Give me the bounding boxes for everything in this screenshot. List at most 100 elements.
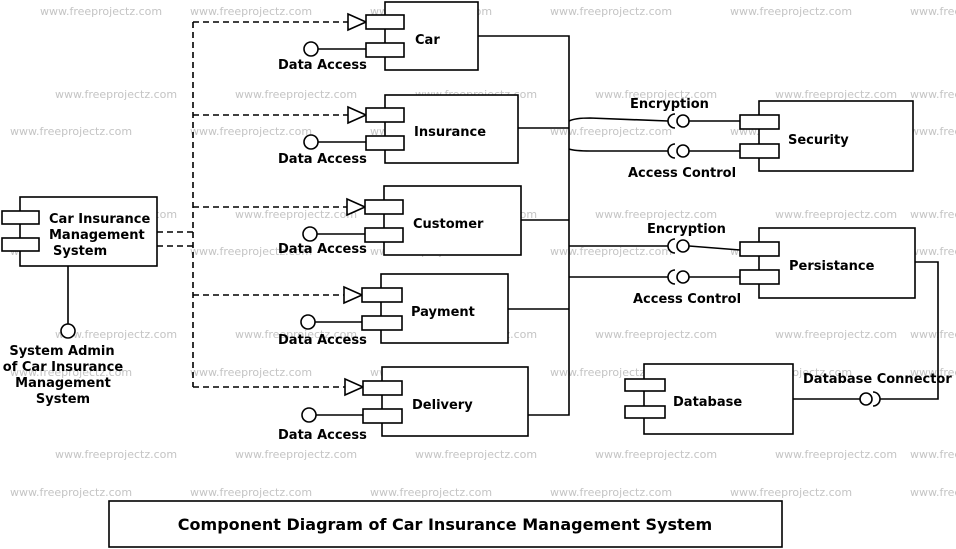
system-admin-line-2: of Car Insurance	[3, 360, 124, 375]
persistance-encryption-label: Encryption	[647, 222, 726, 237]
security-access-control-label: Access Control	[628, 166, 736, 181]
diagram-title: Component Diagram of Car Insurance Manag…	[178, 515, 712, 534]
watermark-text: www.freeprojectz.com	[55, 88, 177, 101]
watermark-text: www.freeprojectz.com	[10, 486, 132, 499]
data-access-interface-icon	[302, 226, 318, 242]
encryption-interface-icon	[676, 114, 690, 128]
watermark-text: www.freeprojectz.com	[235, 88, 357, 101]
persistance-label: Persistance	[789, 259, 875, 274]
watermark-text: www.freeprojectz.com	[235, 328, 357, 341]
socket-icon	[667, 113, 676, 129]
watermark-text: www.freeprojectz.com	[190, 125, 312, 138]
persistance-access-control-label: Access Control	[633, 292, 741, 307]
watermark-text: www.freeprojectz.com	[910, 366, 956, 379]
system-admin-line-3: Management	[15, 376, 111, 391]
component-customer: Customer	[364, 185, 522, 256]
socket-icon	[667, 269, 676, 285]
payment-data-access-label: Data Access	[278, 333, 367, 348]
delivery-data-access-label: Data Access	[278, 428, 367, 443]
data-access-interface-icon	[303, 41, 319, 57]
system-name-line-2: Management	[49, 228, 145, 243]
component-persistance: Persistance	[739, 227, 916, 299]
watermark-text: www.freeprojectz.com	[595, 208, 717, 221]
watermark-text: www.freeprojectz.com	[55, 328, 177, 341]
database-connector-interface-icon	[859, 392, 873, 406]
watermark-text: www.freeprojectz.com	[730, 486, 852, 499]
watermark-text: www.freeprojectz.com	[730, 5, 852, 18]
system-name-line-1: Car Insurance	[49, 212, 150, 227]
payment-label: Payment	[411, 305, 475, 320]
car-label: Car	[415, 33, 440, 48]
connector-lines	[478, 35, 669, 416]
delivery-label: Delivery	[412, 398, 473, 413]
security-encryption-label: Encryption	[630, 97, 709, 112]
watermark-text: www.freeprojectz.com	[595, 448, 717, 461]
component-payment: Payment	[361, 273, 509, 344]
system-admin-line-4: System	[36, 392, 90, 407]
watermark-text: www.freeprojectz.com	[910, 5, 956, 18]
watermark-text: www.freeprojectz.com	[415, 448, 537, 461]
watermark-text: www.freeprojectz.com	[775, 88, 897, 101]
arrowhead-icon	[344, 377, 365, 397]
watermark-text: www.freeprojectz.com	[190, 366, 312, 379]
socket-icon	[872, 391, 881, 407]
watermark-text: www.freeprojectz.com	[775, 448, 897, 461]
watermark-text: www.freeprojectz.com	[775, 208, 897, 221]
insurance-data-access-label: Data Access	[278, 152, 367, 167]
watermark-text: www.freeprojectz.com	[595, 88, 717, 101]
insurance-label: Insurance	[414, 125, 486, 140]
arrowhead-icon	[346, 197, 367, 217]
security-label: Security	[788, 133, 849, 148]
watermark-text: www.freeprojectz.com	[910, 448, 956, 461]
socket-icon	[667, 143, 676, 159]
data-access-interface-icon	[303, 134, 319, 150]
component-security: Security	[739, 100, 914, 172]
watermark-text: www.freeprojectz.com	[550, 486, 672, 499]
dependency-arrows	[157, 12, 368, 397]
data-access-interface-icon	[300, 314, 316, 330]
watermark-text: www.freeprojectz.com	[190, 5, 312, 18]
customer-data-access-label: Data Access	[278, 242, 367, 257]
watermark-text: www.freeprojectz.com	[550, 125, 672, 138]
database-label: Database	[673, 395, 742, 410]
diagram-title-box: Component Diagram of Car Insurance Manag…	[108, 500, 783, 548]
watermark-text: www.freeprojectz.com	[190, 245, 312, 258]
watermark-text: www.freeprojectz.com	[550, 366, 672, 379]
watermark-text: www.freeprojectz.com	[190, 486, 312, 499]
car-data-access-label: Data Access	[278, 58, 367, 73]
watermark-text: www.freeprojectz.com	[370, 486, 492, 499]
component-car: Car	[365, 1, 479, 71]
watermark-text: www.freeprojectz.com	[910, 125, 956, 138]
watermark-text: www.freeprojectz.com	[10, 125, 132, 138]
customer-label: Customer	[413, 217, 484, 232]
watermark-text: www.freeprojectz.com	[910, 88, 956, 101]
arrowhead-icon	[347, 105, 368, 125]
watermark-text: www.freeprojectz.com	[595, 328, 717, 341]
watermark-text: www.freeprojectz.com	[40, 5, 162, 18]
encryption-interface-icon	[676, 239, 690, 253]
component-insurance: Insurance	[365, 94, 519, 164]
access-control-interface-icon	[676, 144, 690, 158]
arrowhead-icon	[343, 285, 364, 305]
database-connector-label: Database Connector	[803, 372, 952, 387]
watermark-text: www.freeprojectz.com	[550, 245, 672, 258]
watermark-text: www.freeprojectz.com	[910, 486, 956, 499]
system-component: Car Insurance Management System	[1, 196, 158, 267]
socket-icon	[667, 238, 676, 254]
system-name-line-3: System	[53, 244, 107, 259]
watermark-text: www.freeprojectz.com	[10, 366, 132, 379]
watermark-text: www.freeprojectz.com	[55, 448, 177, 461]
system-admin-line-1: System Admin	[9, 344, 114, 359]
watermark-layer: www.freeprojectz.com www.freeprojectz.com…	[10, 5, 956, 499]
component-delivery: Delivery	[362, 366, 529, 437]
component-database: Database	[624, 363, 794, 435]
watermark-text: www.freeprojectz.com	[910, 208, 956, 221]
data-access-interface-icon	[301, 407, 317, 423]
watermark-text: www.freeprojectz.com	[235, 448, 357, 461]
watermark-text: www.freeprojectz.com	[910, 245, 956, 258]
watermark-text: www.freeprojectz.com	[235, 208, 357, 221]
watermark-text: www.freeprojectz.com	[910, 328, 956, 341]
watermark-text: www.freeprojectz.com	[550, 5, 672, 18]
watermark-text: www.freeprojectz.com	[775, 328, 897, 341]
